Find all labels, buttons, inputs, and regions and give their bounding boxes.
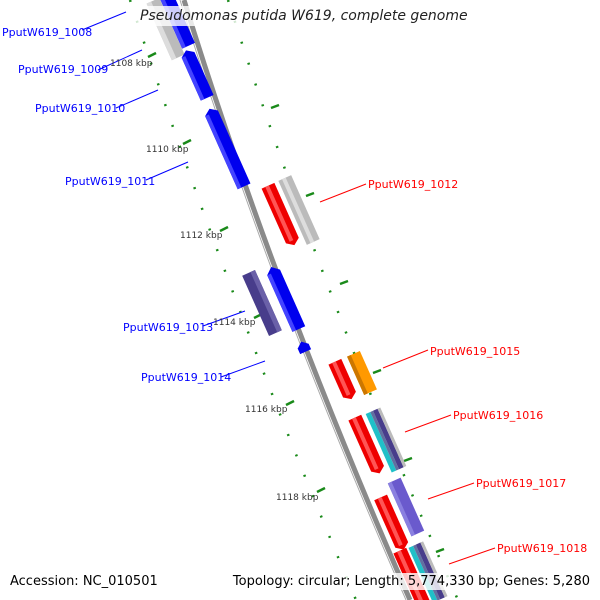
gene-label[interactable]: PputW619_1016 (453, 409, 543, 422)
tick-label: 1118 kbp (276, 493, 319, 503)
gene-label[interactable]: PputW619_1009 (18, 63, 108, 76)
feature-red-1016[interactable] (348, 414, 386, 476)
feature-blue-1013[interactable] (265, 264, 306, 332)
feature-blue-1009[interactable] (180, 47, 214, 101)
gene-label[interactable]: PputW619_1017 (476, 477, 566, 490)
feature-red-1015[interactable] (328, 358, 357, 402)
inner-tick-track (128, 0, 358, 600)
gene-label[interactable]: PputW619_1010 (35, 102, 125, 115)
major-ticks (147, 51, 445, 554)
forward-leaders (319, 183, 496, 565)
gene-label[interactable]: PputW619_1015 (430, 345, 520, 358)
reverse-leaders (81, 11, 266, 378)
feature-blue-1010[interactable] (203, 106, 251, 190)
tick-label: 1108 kbp (110, 59, 153, 69)
gene-label[interactable]: PputW619_1018 (497, 542, 587, 555)
gene-label[interactable]: PputW619_1013 (123, 321, 213, 334)
gene-label[interactable]: PputW619_1014 (141, 371, 231, 384)
tick-label: 1110 kbp (146, 145, 189, 155)
tick-label: 1112 kbp (180, 231, 223, 241)
feature-slate-1013[interactable] (242, 270, 282, 336)
map-title: Pseudomonas putida W619, complete genome (128, 6, 480, 26)
backbone (181, 0, 413, 600)
feature-red-1017[interactable] (374, 494, 410, 553)
feature-red-1012[interactable] (261, 182, 301, 248)
genome-summary: Topology: circular; Length: 5,774,330 bp… (230, 573, 592, 590)
tick-label: 1114 kbp (213, 318, 256, 328)
gene-label[interactable]: PputW619_1011 (65, 175, 155, 188)
feature-purple-1017[interactable] (387, 477, 425, 537)
feature-cyan-1016[interactable] (365, 407, 407, 473)
accession-text: Accession: NC_010501 (8, 573, 160, 590)
feature-orange-1015[interactable] (347, 350, 377, 396)
tick-label: 1116 kbp (245, 405, 288, 415)
feature-gray-1012[interactable] (278, 175, 320, 245)
gene-label[interactable]: PputW619_1012 (368, 178, 458, 191)
feature-blue-1014[interactable] (296, 339, 312, 355)
gene-label[interactable]: PputW619_1008 (2, 26, 92, 39)
